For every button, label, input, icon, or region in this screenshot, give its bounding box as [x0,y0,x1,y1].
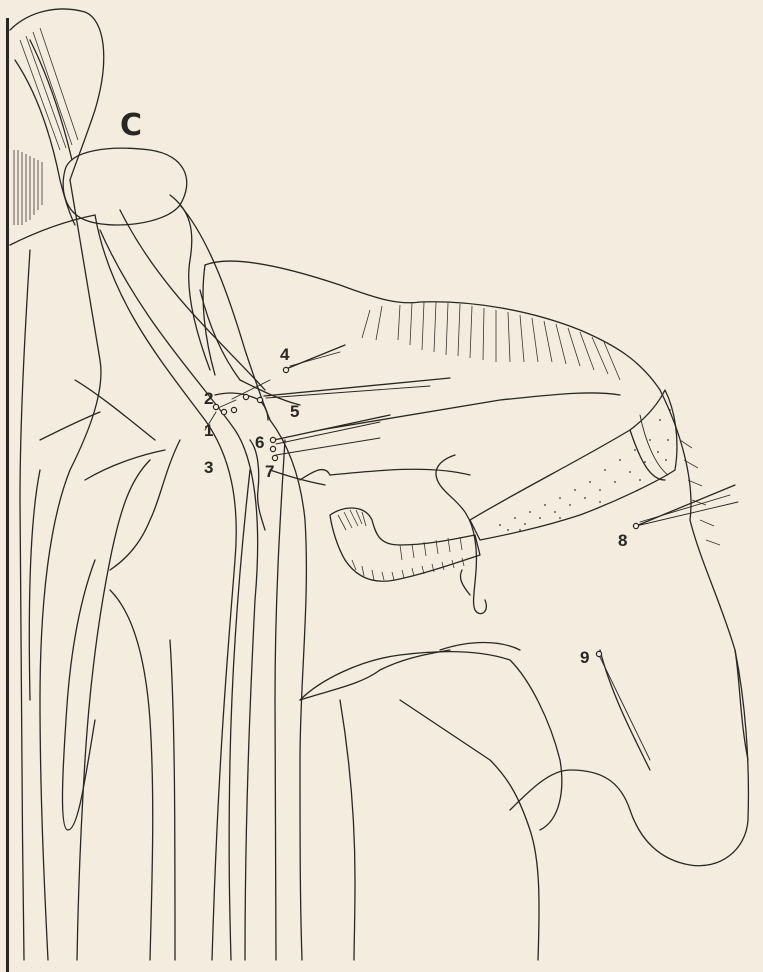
condyle-outline [63,148,187,225]
pin-1a [213,404,218,409]
limb-lines [20,180,306,960]
label-3: 3 [204,458,213,477]
pin-7 [272,455,277,460]
label-2: 2 [204,389,213,408]
pin-6 [270,437,275,442]
label-1: 1 [204,421,213,440]
pin-6b [270,446,275,451]
pin-heads [213,367,638,656]
pin-9 [596,651,601,656]
label-7: 7 [265,462,274,481]
label-9: 9 [580,648,589,667]
label-6: 6 [255,433,264,452]
pin-2 [243,394,248,399]
joint-structures [215,380,325,530]
upper-left-bone [10,9,104,245]
stippled-structure [470,390,677,540]
hatched-bar [330,508,480,581]
pointer-needles [205,345,738,760]
pin-5 [257,397,262,402]
pin-8 [633,523,638,528]
pin-4 [283,367,288,372]
tendril-hook [460,570,470,595]
label-5: 5 [290,402,299,421]
pin-1b [221,409,226,414]
label-4: 4 [280,345,290,364]
tendril [436,455,486,614]
panel-label: C [120,108,142,143]
label-8: 8 [618,531,627,550]
pin-3 [231,407,236,412]
left-border [6,18,9,972]
